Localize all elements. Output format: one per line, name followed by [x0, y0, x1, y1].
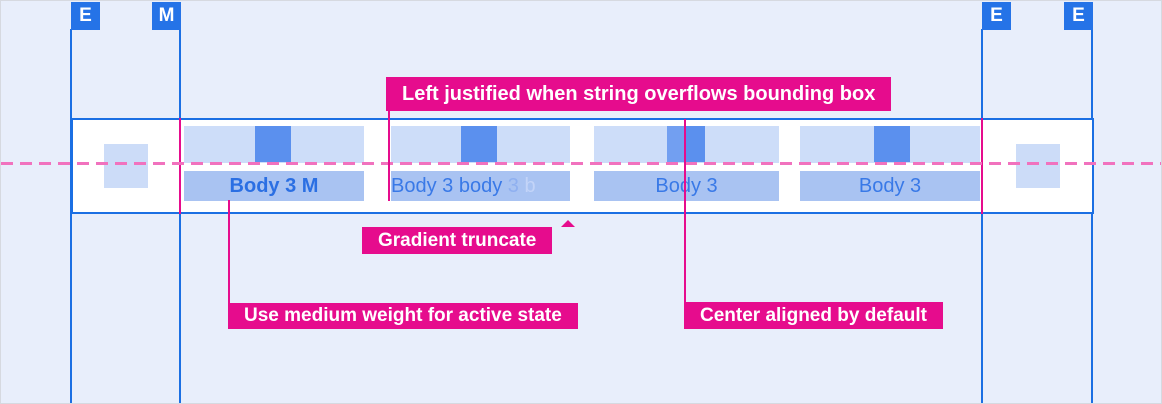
guide-line-right-outer — [1091, 29, 1093, 403]
content-edge-marker-right — [981, 118, 983, 214]
tab-label: Body 3 M — [184, 171, 364, 201]
connector-center-aligned — [684, 119, 686, 303]
tab-icon-area — [184, 126, 364, 163]
tab-icon — [255, 126, 291, 162]
tab-label: Body 3 — [800, 171, 980, 201]
guide-line-right-margin — [981, 29, 983, 403]
content-edge-marker-left — [179, 118, 181, 214]
guide-line-left-margin — [179, 29, 181, 403]
annotation-gradient-truncate: Gradient truncate — [362, 220, 575, 254]
spacing-marker-e-right-inner: E — [982, 2, 1011, 30]
tab-overflow-truncated[interactable]: Body 3 body 3 b — [391, 126, 570, 201]
tab-icon — [874, 126, 910, 162]
tab-icon-area — [391, 126, 570, 163]
tab-label-truncated: Body 3 body 3 b — [391, 171, 570, 201]
tab-icon — [461, 126, 497, 162]
annotation-left-justified: Left justified when string overflows bou… — [386, 77, 892, 111]
annotation-arrow-up-icon — [561, 220, 575, 227]
connector-medium-weight — [228, 200, 230, 304]
tab-body3-center[interactable]: Body 3 — [594, 126, 779, 201]
annotation-text: Gradient truncate — [378, 229, 537, 251]
spacing-marker-e-right-outer: E — [1064, 2, 1093, 30]
annotation-center-aligned: Center aligned by default — [684, 302, 943, 329]
guide-line-left-outer — [70, 29, 72, 403]
annotation-medium-weight: Use medium weight for active state — [228, 303, 578, 329]
tab-icon-area — [594, 126, 779, 163]
left-edge-placeholder-square — [104, 144, 148, 188]
tab-label: Body 3 — [594, 171, 779, 201]
tab-body3[interactable]: Body 3 — [800, 126, 980, 201]
tab-active-body3m[interactable]: Body 3 M — [184, 126, 364, 201]
tab-icon-area — [800, 126, 980, 163]
spacing-marker-e-left: E — [71, 2, 100, 30]
tab-icon — [667, 126, 705, 162]
vertical-center-dashed-line — [1, 162, 1161, 165]
connector-left-justified — [388, 111, 390, 201]
right-edge-placeholder-square — [1016, 144, 1060, 188]
spacing-marker-m-left: M — [152, 2, 181, 30]
